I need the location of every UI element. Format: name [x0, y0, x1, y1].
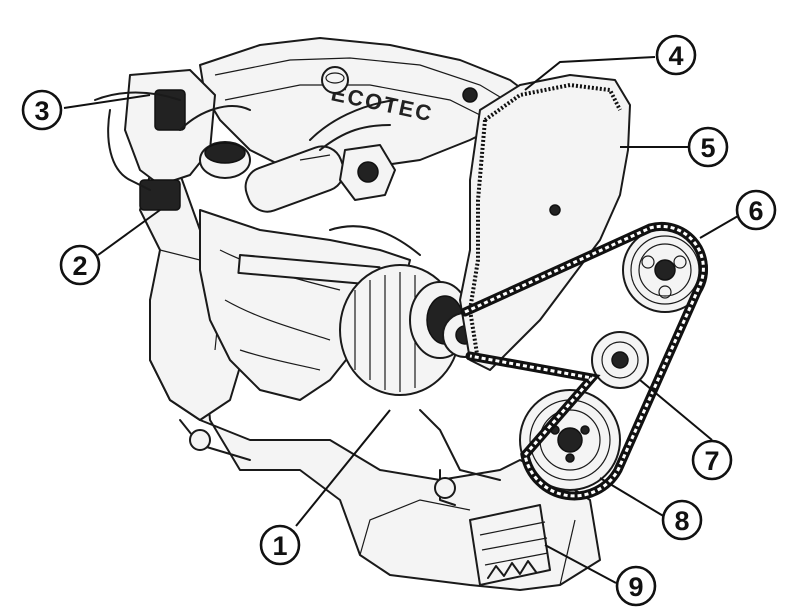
callout-9: 9: [615, 565, 657, 607]
leader-2: [97, 209, 161, 256]
leader-lines: [63, 56, 739, 584]
svg-text:6: 6: [748, 196, 763, 226]
svg-text:9: 9: [628, 572, 643, 602]
leader-6: [699, 215, 739, 239]
svg-text:1: 1: [272, 531, 287, 561]
callout-6: 6: [735, 189, 777, 231]
callout-2: 2: [59, 244, 101, 286]
callout-8: 8: [661, 499, 703, 541]
callout-7: 7: [691, 439, 733, 481]
callout-5: 5: [687, 126, 729, 168]
svg-text:2: 2: [72, 251, 87, 281]
callout-1: 1: [259, 524, 301, 566]
svg-text:5: 5: [700, 133, 715, 163]
leader-4: [524, 56, 656, 91]
oil-sump: [149, 279, 601, 591]
callout-3: 3: [21, 89, 63, 131]
svg-text:7: 7: [704, 446, 719, 476]
ignition-module: [244, 145, 345, 213]
leader-7: [639, 379, 713, 441]
timing-belt: [483, 82, 622, 122]
svg-text:3: 3: [34, 96, 49, 126]
callouts: 1 2 3 4 5 6 7 8: [21, 34, 777, 607]
leader-9: [544, 544, 617, 584]
svg-text:8: 8: [674, 506, 689, 536]
callout-4: 4: [655, 34, 697, 76]
leader-8: [599, 477, 666, 518]
power-steering-pulley: [622, 227, 708, 313]
oil-filter: [469, 504, 551, 586]
leader-1: [295, 409, 391, 527]
tensioner-pulley: [591, 331, 649, 389]
alternator: [339, 264, 488, 396]
leader-3: [63, 94, 151, 109]
engine-illustration: ECOTEC: [94, 37, 708, 591]
svg-text:4: 4: [668, 41, 683, 71]
